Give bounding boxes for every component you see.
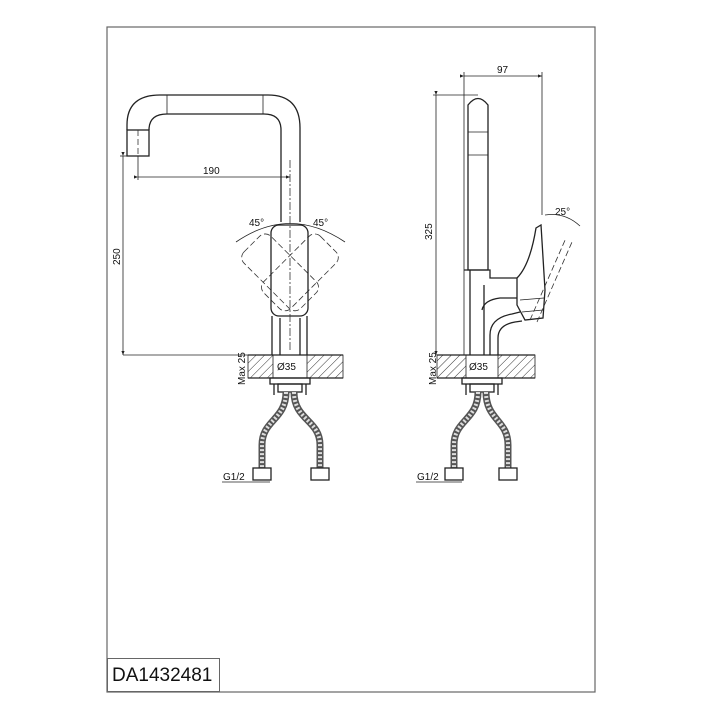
total-height-dimension: 325 [424,223,435,240]
connection-thread: G1/2 [223,472,245,483]
side-view: 97 325 25° Ø35 Max 25 G1/2 [416,65,581,483]
front-view: 190 250 45° 45° Ø35 Max 25 G1/2 [112,94,346,483]
angle-left-label: 45° [249,218,264,229]
lever-side [516,223,546,321]
angle-right-label: 45° [313,218,328,229]
hole-diameter: Ø35 [277,362,296,373]
height-dimension: 250 [112,248,123,265]
spout-side [467,97,489,271]
body [271,316,308,355]
lever-angle-label: 25° [555,207,570,218]
max-thickness-side: Max 25 [428,352,439,385]
hole-diameter-side: Ø35 [469,362,488,373]
depth-dimension: 97 [497,65,509,76]
connection-thread-side: G1/2 [417,472,439,483]
max-thickness: Max 25 [237,352,248,385]
drawing-frame [106,26,596,693]
model-code-box: DA1432481 [107,658,220,692]
spout [126,94,301,222]
reach-dimension: 190 [203,166,220,177]
handle [270,224,309,317]
hose-right-side [482,391,512,468]
